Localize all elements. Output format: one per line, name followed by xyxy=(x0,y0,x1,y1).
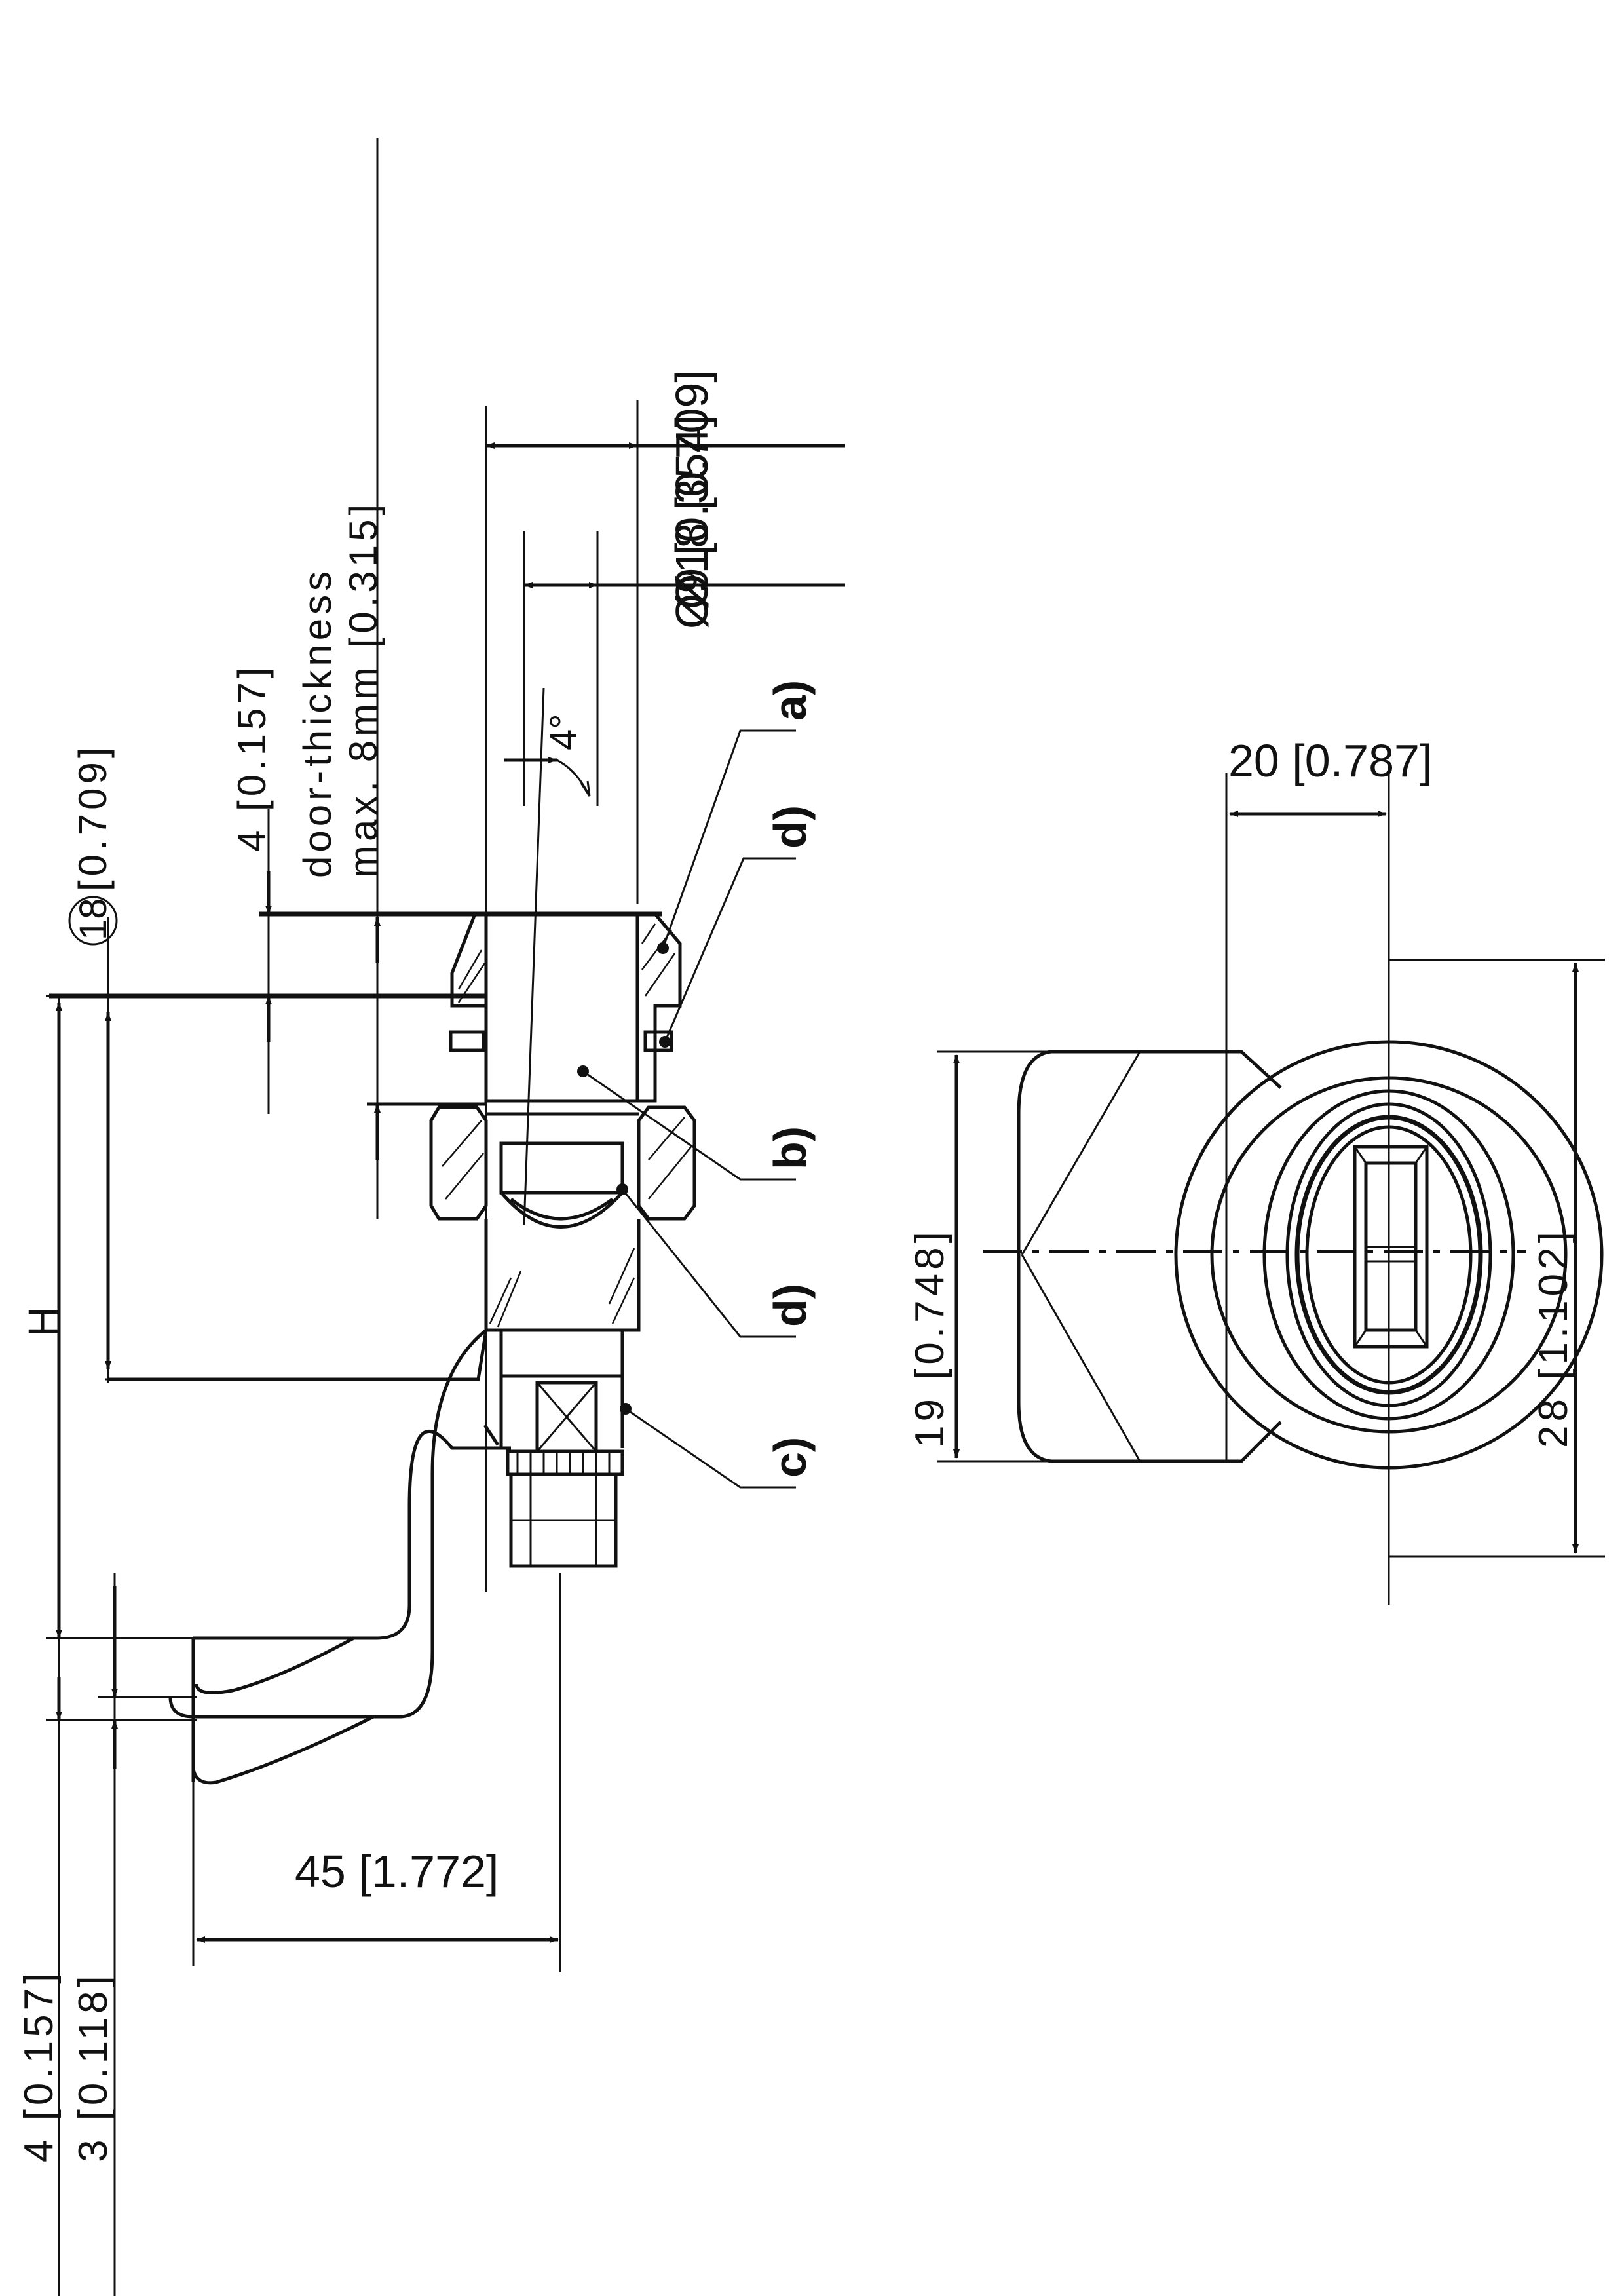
dim18-circle xyxy=(68,896,118,946)
dim28-label: 28 [1.102] xyxy=(1531,1228,1576,1448)
callout-c: c) xyxy=(765,1437,816,1478)
section-view-labels: Ø18 [0.709] Ø9 [0.354] 4° 4 [0.157] door… xyxy=(16,370,816,2162)
left-4-label: 4 [0.157] xyxy=(16,1969,62,2162)
dia18-label: Ø18 [0.709] xyxy=(666,370,717,609)
dim18-inch-value: [0.709] xyxy=(71,744,115,892)
door-thickness-line2: max. 8mm [0.315] xyxy=(341,501,385,878)
dim45-label: 45 [1.772] xyxy=(295,1846,499,1897)
callout-d2: d) xyxy=(765,1284,816,1327)
h-label: H xyxy=(20,1307,67,1337)
top-view xyxy=(937,770,1605,1605)
angle-label: 4° xyxy=(542,714,585,750)
dim20-label: 20 [0.787] xyxy=(1228,735,1432,786)
door-thickness-line1: door-thickness xyxy=(295,567,339,878)
door-dim-label: 4 [0.157] xyxy=(230,663,274,852)
callout-d1: d) xyxy=(765,805,816,849)
dim19-label: 19 [0.748] xyxy=(907,1228,953,1448)
top-view-labels: 20 [0.787] 19 [0.748] 28 [1.102] xyxy=(907,735,1576,1448)
dim18-circled-value: 18 xyxy=(72,898,115,940)
section-view xyxy=(46,138,845,2296)
callout-a: a) xyxy=(765,680,816,721)
callout-b: b) xyxy=(765,1126,816,1170)
dia9-label: Ø9 [0.354] xyxy=(666,415,717,629)
left-3-label: 3 [0.118] xyxy=(71,1972,116,2162)
